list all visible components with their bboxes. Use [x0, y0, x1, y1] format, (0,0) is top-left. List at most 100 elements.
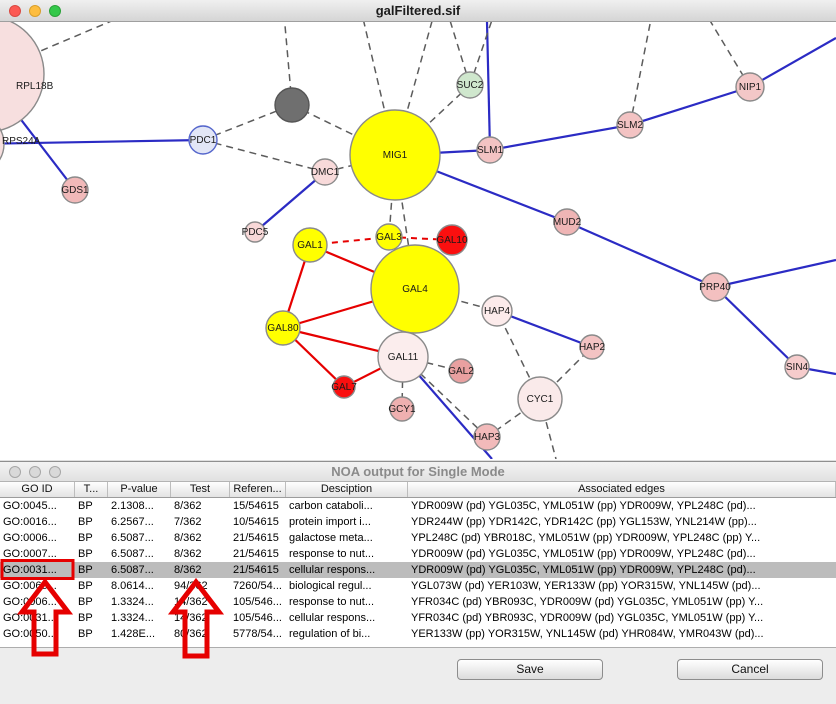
node-PRP40[interactable]	[700, 272, 730, 302]
node-GAL7[interactable]	[332, 375, 356, 399]
network-edge[interactable]	[202, 139, 326, 173]
cancel-button[interactable]: Cancel	[677, 659, 823, 680]
cell-reference: 21/54615	[233, 564, 279, 576]
node-MUD2[interactable]	[553, 208, 581, 236]
node-GCY1[interactable]	[389, 396, 415, 422]
cell-reference: 7260/54...	[233, 580, 282, 592]
network-edge[interactable]	[485, 22, 492, 151]
network-canvas[interactable]: RPL18BRPS24AGDS1PDC1DMC1MIG1SUC2SLM1SLM2…	[0, 22, 836, 459]
node-RPL18B[interactable]	[0, 22, 45, 132]
node-SUC2[interactable]	[456, 71, 484, 99]
node-PDC5[interactable]	[244, 221, 266, 243]
node-GAL11[interactable]	[377, 331, 429, 383]
node-GAL10[interactable]	[436, 224, 468, 256]
node-SIN4[interactable]	[784, 354, 810, 380]
node-HAP2[interactable]	[579, 334, 605, 360]
window-title: galFiltered.sif	[375, 3, 461, 18]
network-edge[interactable]	[629, 22, 652, 126]
cell-test: 94/362	[174, 580, 208, 592]
header-reference[interactable]: Referen...	[230, 482, 286, 497]
minimize-button[interactable]	[29, 465, 41, 478]
header-description[interactable]: Desciption	[286, 482, 408, 497]
zoom-button[interactable]	[49, 465, 61, 478]
node-label: GAL2	[448, 366, 474, 377]
zoom-button[interactable]	[49, 4, 61, 17]
cell-type: BP	[78, 564, 93, 576]
header-type[interactable]: T...	[75, 482, 108, 497]
cell-type: BP	[78, 532, 93, 544]
traffic-lights	[9, 465, 61, 478]
node-GAL2[interactable]	[448, 358, 474, 384]
header-go-id[interactable]: GO ID	[0, 482, 75, 497]
node-MIG1[interactable]	[349, 109, 441, 201]
cell-go_id: GO:0065...	[3, 580, 57, 592]
save-button[interactable]: Save	[457, 659, 603, 680]
header-test[interactable]: Test	[171, 482, 230, 497]
node-label: PRP40	[699, 282, 731, 293]
cell-p_value: 6.5087...	[111, 532, 154, 544]
header-p-value[interactable]: P-value	[108, 482, 171, 497]
network-edge[interactable]	[254, 171, 326, 233]
node-CYC1[interactable]	[517, 376, 563, 422]
node-HAP4[interactable]	[481, 295, 513, 327]
node-label: HAP2	[579, 342, 606, 353]
cell-description: carbon cataboli...	[289, 500, 373, 512]
node-NIP1[interactable]	[735, 72, 765, 102]
network-edge[interactable]	[402, 356, 488, 438]
close-button[interactable]	[9, 465, 21, 478]
network-edge[interactable]	[714, 258, 836, 289]
node-label: SUC2	[457, 80, 484, 91]
cell-test: 80/362	[174, 628, 208, 640]
node-GAL80[interactable]	[265, 310, 301, 346]
network-edge[interactable]	[714, 286, 798, 368]
cell-edges: YDR009W (pd) YGL035C, YML051W (pp) YDR00…	[411, 564, 756, 576]
cell-type: BP	[78, 612, 93, 624]
node-label: NIP1	[739, 82, 762, 93]
node-SLM1[interactable]	[476, 136, 504, 164]
network-edge[interactable]	[629, 85, 751, 127]
network-edge[interactable]	[401, 356, 404, 410]
node-label: GAL11	[388, 352, 419, 363]
cell-type: BP	[78, 500, 93, 512]
node-HAP3[interactable]	[473, 423, 501, 451]
node-DARK[interactable]	[274, 87, 310, 123]
network-edge[interactable]	[496, 309, 593, 349]
network-edge[interactable]	[0, 138, 204, 145]
cell-edges: YDR009W (pd) YGL035C, YML051W (pp) YDR00…	[411, 548, 756, 560]
cell-type: BP	[78, 548, 93, 560]
node-GAL3[interactable]	[375, 223, 403, 251]
cell-go_id: GO:0045...	[3, 500, 57, 512]
network-edge[interactable]	[749, 37, 836, 88]
network-edge[interactable]	[566, 220, 716, 289]
network-window-titlebar[interactable]: galFiltered.sif	[0, 0, 836, 22]
node-RPS24A[interactable]	[0, 114, 5, 174]
node-GDS1[interactable]	[61, 176, 89, 204]
node-label: HAP3	[474, 432, 501, 443]
close-button[interactable]	[9, 4, 21, 17]
cell-p_value: 8.0614...	[111, 580, 154, 592]
node-SLM2[interactable]	[616, 111, 644, 139]
network-edge[interactable]	[202, 104, 293, 141]
node-label: GAL80	[267, 323, 299, 334]
network-edge[interactable]	[539, 398, 557, 459]
node-DMC1[interactable]	[311, 158, 339, 186]
cell-description: cellular respons...	[289, 564, 376, 576]
noa-window-titlebar[interactable]: NOA output for Single Mode	[0, 462, 836, 482]
header-associated-edges[interactable]: Associated edges	[408, 482, 836, 497]
node-PDC1[interactable]	[188, 125, 218, 155]
node-GAL4[interactable]	[370, 244, 460, 334]
cell-type: BP	[78, 516, 93, 528]
network-edge[interactable]	[489, 123, 631, 152]
node-GAL1[interactable]	[292, 227, 328, 263]
minimize-button[interactable]	[29, 4, 41, 17]
